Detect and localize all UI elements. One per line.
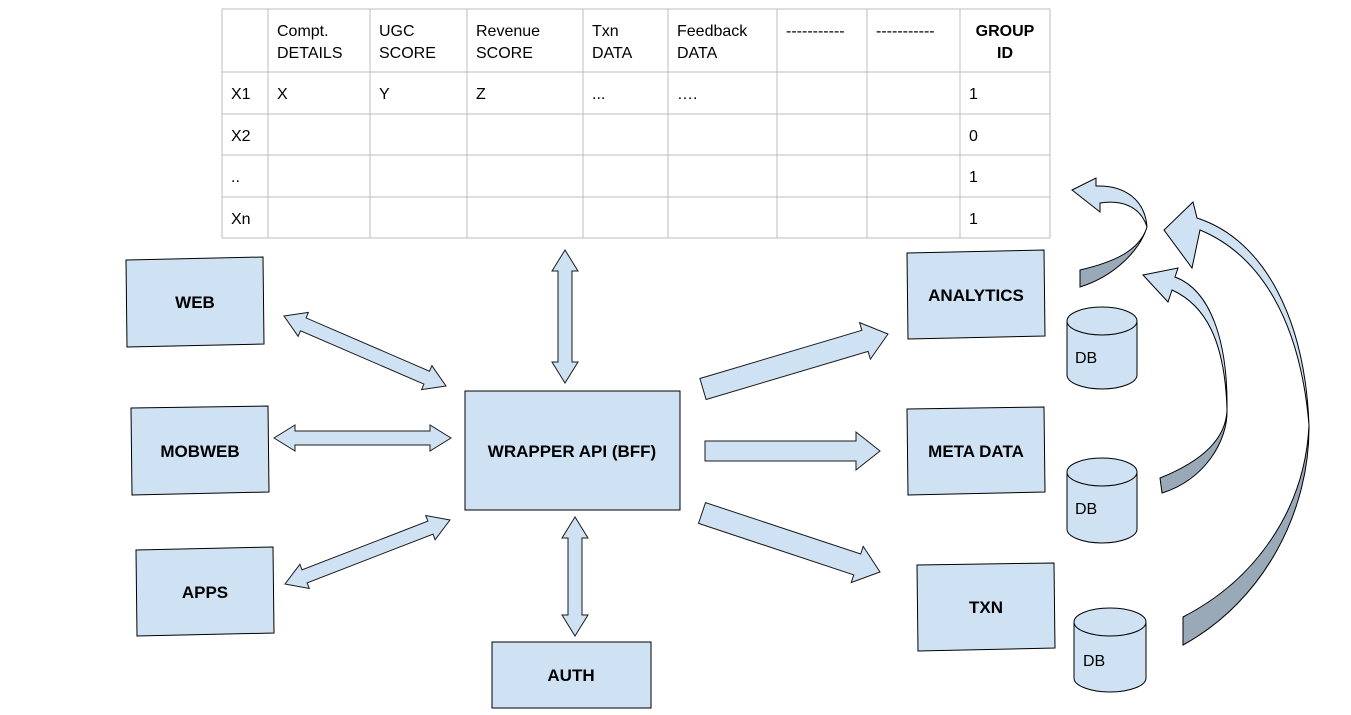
node-web: WEB xyxy=(125,256,265,348)
node-apps: APPS xyxy=(135,546,275,637)
arrow-wrapper-txn xyxy=(697,501,881,584)
node-apps-label: APPS xyxy=(182,583,228,602)
table-cell: X1 xyxy=(231,86,251,103)
table-cell: 1 xyxy=(969,86,978,103)
db-cylinder-analytics: DB xyxy=(1066,306,1138,390)
node-auth-label: AUTH xyxy=(547,666,594,685)
node-mobweb: MOBWEB xyxy=(130,405,270,496)
curved-arrow-3 xyxy=(1163,201,1310,646)
node-metadata-label: META DATA xyxy=(928,442,1024,461)
table-header-cell: ----------- xyxy=(786,23,845,40)
node-wrapper-api: WRAPPER API (BFF) xyxy=(464,390,681,511)
straight-arrows xyxy=(273,249,889,637)
table-cell: 1 xyxy=(969,211,978,228)
table-cell: X2 xyxy=(231,128,251,145)
node-txn-label: TXN xyxy=(969,598,1003,617)
node-analytics: ANALYTICS xyxy=(906,249,1046,340)
table-cell: 0 xyxy=(969,128,978,145)
arrow-web-wrapper xyxy=(283,311,447,391)
db-label-3: DB xyxy=(1083,653,1105,670)
arrow-mobweb-wrapper xyxy=(273,424,452,452)
table-cell: Xn xyxy=(231,211,251,228)
arrow-apps-wrapper xyxy=(284,514,451,590)
node-wrapper-api-label: WRAPPER API (BFF) xyxy=(488,442,656,461)
db-cylinder-metadata: DB xyxy=(1066,457,1138,544)
table-cell: .. xyxy=(231,169,240,186)
curved-arrow-1 xyxy=(1071,177,1148,288)
node-metadata: META DATA xyxy=(906,406,1046,496)
table-cell: ... xyxy=(592,86,605,103)
curved-arrow-2 xyxy=(1142,267,1228,494)
table-cell: Y xyxy=(379,86,390,103)
node-auth: AUTH xyxy=(491,641,652,709)
table-cell: Z xyxy=(476,86,486,103)
arrow-wrapper-metadata xyxy=(704,430,881,472)
table-header-cell: ----------- xyxy=(876,23,935,40)
node-txn: TXN xyxy=(916,562,1056,652)
db-label-2: DB xyxy=(1075,501,1097,518)
table-cell: X xyxy=(277,86,288,103)
table-cell: 1 xyxy=(969,169,978,186)
arrow-wrapper-auth xyxy=(561,516,589,637)
db-label-1: DB xyxy=(1075,350,1097,367)
arrow-wrapper-analytics xyxy=(699,321,889,401)
node-mobweb-label: MOBWEB xyxy=(160,442,239,461)
db-cylinder-txn: DB xyxy=(1073,607,1147,693)
node-analytics-label: ANALYTICS xyxy=(928,286,1024,305)
table-cell: …. xyxy=(677,86,697,103)
arrow-table-wrapper xyxy=(551,249,579,384)
node-web-label: WEB xyxy=(175,293,215,312)
table-header-cell: Compt.DETAILS xyxy=(277,23,343,62)
